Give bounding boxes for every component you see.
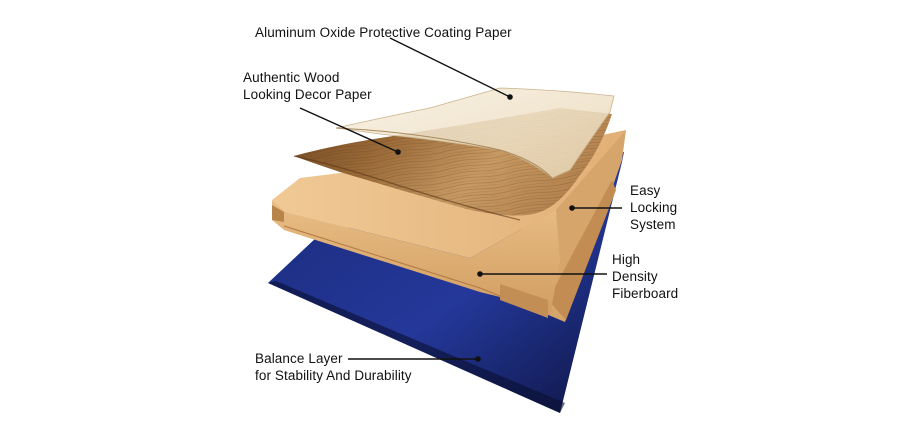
locking-label-line1: Easy — [630, 183, 661, 198]
decor-dot — [395, 149, 401, 155]
coating-paper-layer — [335, 87, 615, 179]
hdf-label-line3: Fiberboard — [612, 286, 679, 301]
decor-label-line2: Looking Decor Paper — [243, 87, 372, 102]
locking-label-line3: System — [630, 217, 676, 232]
leader-lines — [299, 37, 622, 362]
hdf-label-line2: Density — [612, 269, 658, 284]
balance-label-line2: for Stability And Durability — [255, 368, 412, 383]
coating-leader — [389, 37, 511, 98]
coating-dot — [507, 94, 513, 100]
balance-dot — [475, 356, 481, 362]
hdf-dot — [477, 271, 483, 277]
hdf-label-line1: High — [612, 252, 641, 267]
decor-leader — [299, 107, 399, 153]
locking-dot — [569, 205, 575, 211]
coating-label: Aluminum Oxide Protective Coating Paper — [255, 25, 512, 40]
decor-label-line1: Authentic Wood — [243, 70, 340, 85]
locking-label-line2: Locking — [630, 200, 678, 215]
balance-label-line1: Balance Layer — [255, 351, 343, 366]
